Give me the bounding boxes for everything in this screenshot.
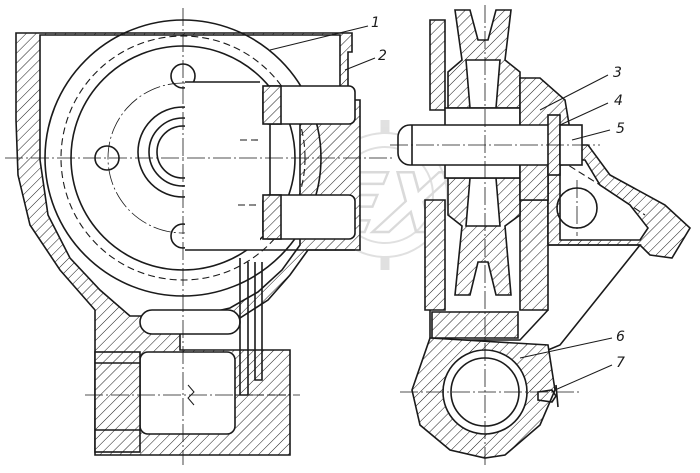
callout-6: 6	[616, 329, 625, 345]
pulley-wheel	[447, 9, 521, 109]
callout-4: 4	[614, 93, 623, 109]
callouts: 1 2 3 4 5 6 7	[371, 15, 625, 371]
slot	[139, 309, 241, 335]
shaft-block-lower-hatch	[262, 194, 282, 240]
bracket-body	[429, 19, 446, 111]
lower-boss	[139, 351, 236, 435]
grease-fitting	[537, 384, 559, 408]
callout-1: 1	[371, 15, 380, 31]
leader-lines	[269, 25, 613, 391]
shaft-block-upper-hatch	[262, 85, 282, 125]
callout-7: 7	[616, 355, 625, 371]
section-cut-white	[185, 82, 260, 250]
lower-boss-hatch	[94, 351, 141, 453]
section-side-view	[390, 5, 692, 468]
callout-2: 2	[378, 48, 387, 64]
housing-front-view	[5, 8, 395, 465]
callout-3: 3	[613, 65, 622, 81]
callout-5: 5	[616, 121, 625, 137]
